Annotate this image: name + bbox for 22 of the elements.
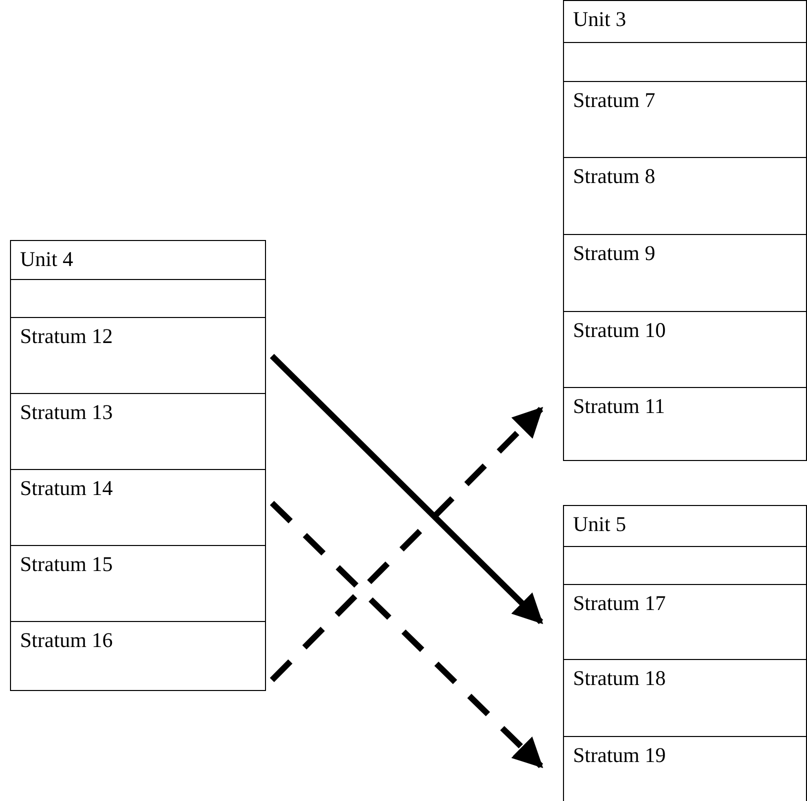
unit-heading: Unit 4 — [20, 246, 74, 273]
stratum-label: Stratum 14 — [20, 476, 113, 500]
stratum-label: Stratum 9 — [573, 241, 656, 265]
arrow — [270, 354, 544, 624]
unit-column — [10, 240, 266, 691]
stratum-label: Stratum 12 — [20, 324, 113, 348]
unit-column — [563, 505, 807, 801]
stratum-label: Stratum 10 — [573, 318, 666, 342]
arrow — [270, 406, 544, 682]
stratum-label: Stratum 7 — [573, 88, 656, 112]
unit-column — [563, 0, 807, 461]
stratum-label: Stratum 11 — [573, 394, 665, 418]
unit-heading: Unit 3 — [573, 6, 626, 33]
stratum-label: Stratum 17 — [573, 591, 666, 615]
arrow — [270, 500, 544, 768]
stratum-label: Stratum 13 — [20, 400, 113, 424]
stratum-label: Stratum 19 — [573, 743, 666, 767]
stratum-label: Stratum 8 — [573, 164, 656, 188]
stratum-label: Stratum 18 — [573, 666, 666, 690]
stratum-label: Stratum 15 — [20, 552, 113, 576]
stratum-label: Stratum 16 — [20, 628, 113, 652]
unit-heading: Unit 5 — [573, 511, 626, 538]
